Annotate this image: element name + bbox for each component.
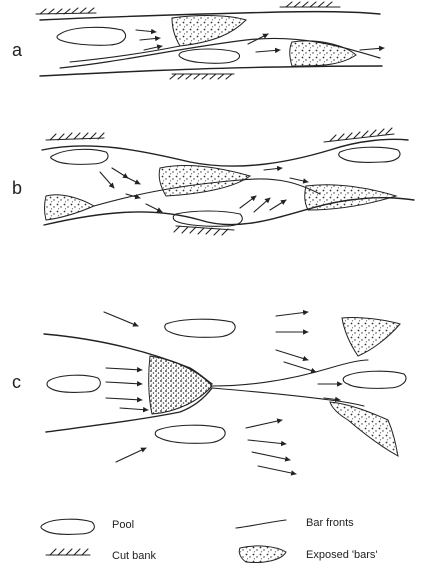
legend-exposed-bars-label: Exposed 'bars' — [306, 549, 377, 561]
panel-c-exposed-bar-2 — [342, 317, 400, 356]
legend-bar-fronts-symbol — [236, 520, 286, 528]
panel-b-top-bank — [42, 139, 408, 166]
panel-a-exposed-bar-2 — [290, 41, 356, 66]
panel-c-exposed-bar-3 — [330, 402, 398, 456]
panel-a-pool-1 — [57, 27, 126, 45]
panel-c — [44, 312, 406, 474]
legend-cut-bank-label: Cut bank — [112, 550, 156, 562]
panel-b-pool-1 — [51, 149, 108, 164]
panel-c-pool-2 — [165, 319, 235, 337]
panel-a — [36, 2, 384, 79]
panel-c-exposed-bar-1 — [149, 356, 212, 414]
panel-b-bar-front-1 — [94, 179, 320, 206]
panel-c-pool-4 — [343, 371, 406, 388]
legend — [41, 519, 286, 562]
legend-pool-symbol — [41, 519, 94, 534]
panel-a-cut-bank-bottom — [170, 74, 234, 79]
panel-a-pool-2 — [179, 49, 240, 63]
legend-pool-label: Pool — [112, 519, 134, 531]
panel-b — [42, 128, 414, 235]
panel-c-pool-1 — [47, 375, 100, 392]
legend-bar-fronts-label: Bar fronts — [306, 517, 354, 529]
panel-label-c: c — [12, 372, 21, 393]
panel-b-pool-3 — [339, 147, 400, 162]
panel-label-b: b — [12, 178, 22, 199]
panel-c-pool-3 — [155, 425, 225, 443]
panel-label-a: a — [12, 40, 22, 61]
legend-cut-bank-symbol — [46, 549, 90, 555]
legend-exposed-bars-symbol — [239, 546, 286, 563]
panel-b-exposed-bar-3 — [305, 185, 396, 210]
